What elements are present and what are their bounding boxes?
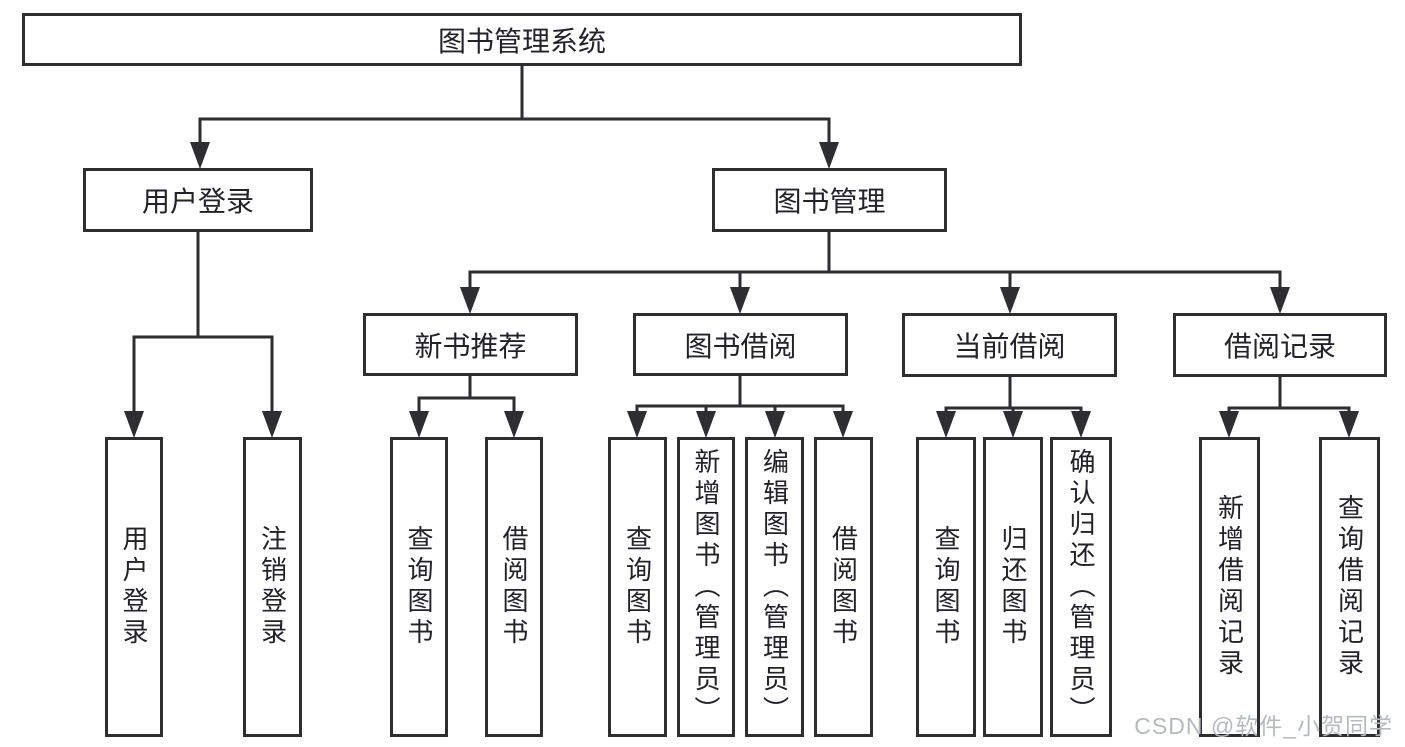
leaf-newbooks-borrow-label: 借阅图书 — [499, 525, 529, 649]
node-current-borrow-label: 当前借阅 — [953, 331, 1066, 362]
leaf-current-query-label: 查询图书 — [931, 525, 961, 649]
leaf-records-query-label: 查询借阅记录 — [1334, 494, 1365, 680]
leaf-current-confirm: 确认归还（管理员） — [1050, 437, 1112, 737]
arrowhead — [1071, 411, 1091, 438]
leaf-records-query: 查询借阅记录 — [1319, 437, 1380, 737]
leaf-user-login-label: 用户登录 — [119, 525, 149, 649]
arrowhead — [409, 411, 429, 438]
leaf-logout-label: 注销登录 — [257, 525, 288, 649]
arrowhead — [460, 287, 480, 314]
leaf-newbooks-borrow: 借阅图书 — [485, 437, 543, 737]
node-new-books: 新书推荐 — [363, 313, 578, 376]
leaf-current-confirm-label: 确认归还（管理员） — [1066, 447, 1096, 727]
node-root-label: 图书管理系统 — [437, 25, 606, 57]
leaf-current-query: 查询图书 — [916, 437, 976, 737]
watermark: CSDN @软件_小贺同学 — [1134, 713, 1393, 739]
node-borrow-records-label: 借阅记录 — [1223, 331, 1336, 362]
leaf-newbooks-query: 查询图书 — [390, 437, 448, 737]
node-current-borrow: 当前借阅 — [902, 313, 1117, 377]
arrowhead — [833, 411, 853, 438]
node-user-login: 用户登录 — [83, 168, 313, 232]
arrowhead — [1270, 287, 1290, 314]
leaf-borrow-query: 查询图书 — [608, 437, 667, 737]
leaf-current-return: 归还图书 — [983, 437, 1043, 737]
leaf-records-add: 新增借阅记录 — [1199, 437, 1260, 737]
arrowhead — [765, 411, 785, 438]
leaf-current-return-label: 归还图书 — [998, 525, 1028, 649]
node-user-login-label: 用户登录 — [141, 186, 254, 217]
leaf-borrow-edit: 编辑图书（管理员） — [745, 437, 804, 737]
leaf-newbooks-query-label: 查询图书 — [404, 525, 434, 649]
node-book-borrow: 图书借阅 — [633, 313, 848, 376]
arrowhead — [936, 411, 956, 438]
arrowhead — [819, 142, 839, 169]
node-book-mgmt-label: 图书管理 — [773, 186, 886, 217]
leaf-borrow-borrow-label: 借阅图书 — [828, 525, 859, 649]
arrowhead — [696, 411, 716, 438]
arrowhead — [1000, 287, 1020, 314]
node-root: 图书管理系统 — [22, 13, 1022, 66]
node-book-borrow-label: 图书借阅 — [684, 330, 797, 362]
leaf-records-add-label: 新增借阅记录 — [1214, 494, 1245, 680]
leaf-borrow-borrow: 借阅图书 — [814, 437, 873, 737]
leaf-borrow-add-label: 新增图书（管理员） — [691, 447, 721, 727]
arrowhead — [504, 411, 524, 438]
arrowhead — [1219, 411, 1239, 438]
node-book-mgmt: 图书管理 — [712, 168, 947, 232]
leaf-borrow-query-label: 查询图书 — [622, 525, 653, 649]
arrowhead — [124, 411, 144, 438]
arrowhead — [262, 411, 282, 438]
node-borrow-records: 借阅记录 — [1173, 313, 1387, 377]
leaf-borrow-edit-label: 编辑图书（管理员） — [759, 447, 790, 727]
leaf-borrow-add: 新增图书（管理员） — [677, 437, 735, 737]
arrowhead — [190, 142, 210, 169]
node-new-books-label: 新书推荐 — [414, 330, 527, 362]
leaf-user-login: 用户登录 — [105, 437, 163, 737]
arrowhead — [1003, 411, 1023, 438]
arrowhead — [730, 287, 750, 314]
leaf-logout: 注销登录 — [243, 437, 302, 737]
arrowhead — [627, 411, 647, 438]
arrowhead — [1339, 411, 1359, 438]
